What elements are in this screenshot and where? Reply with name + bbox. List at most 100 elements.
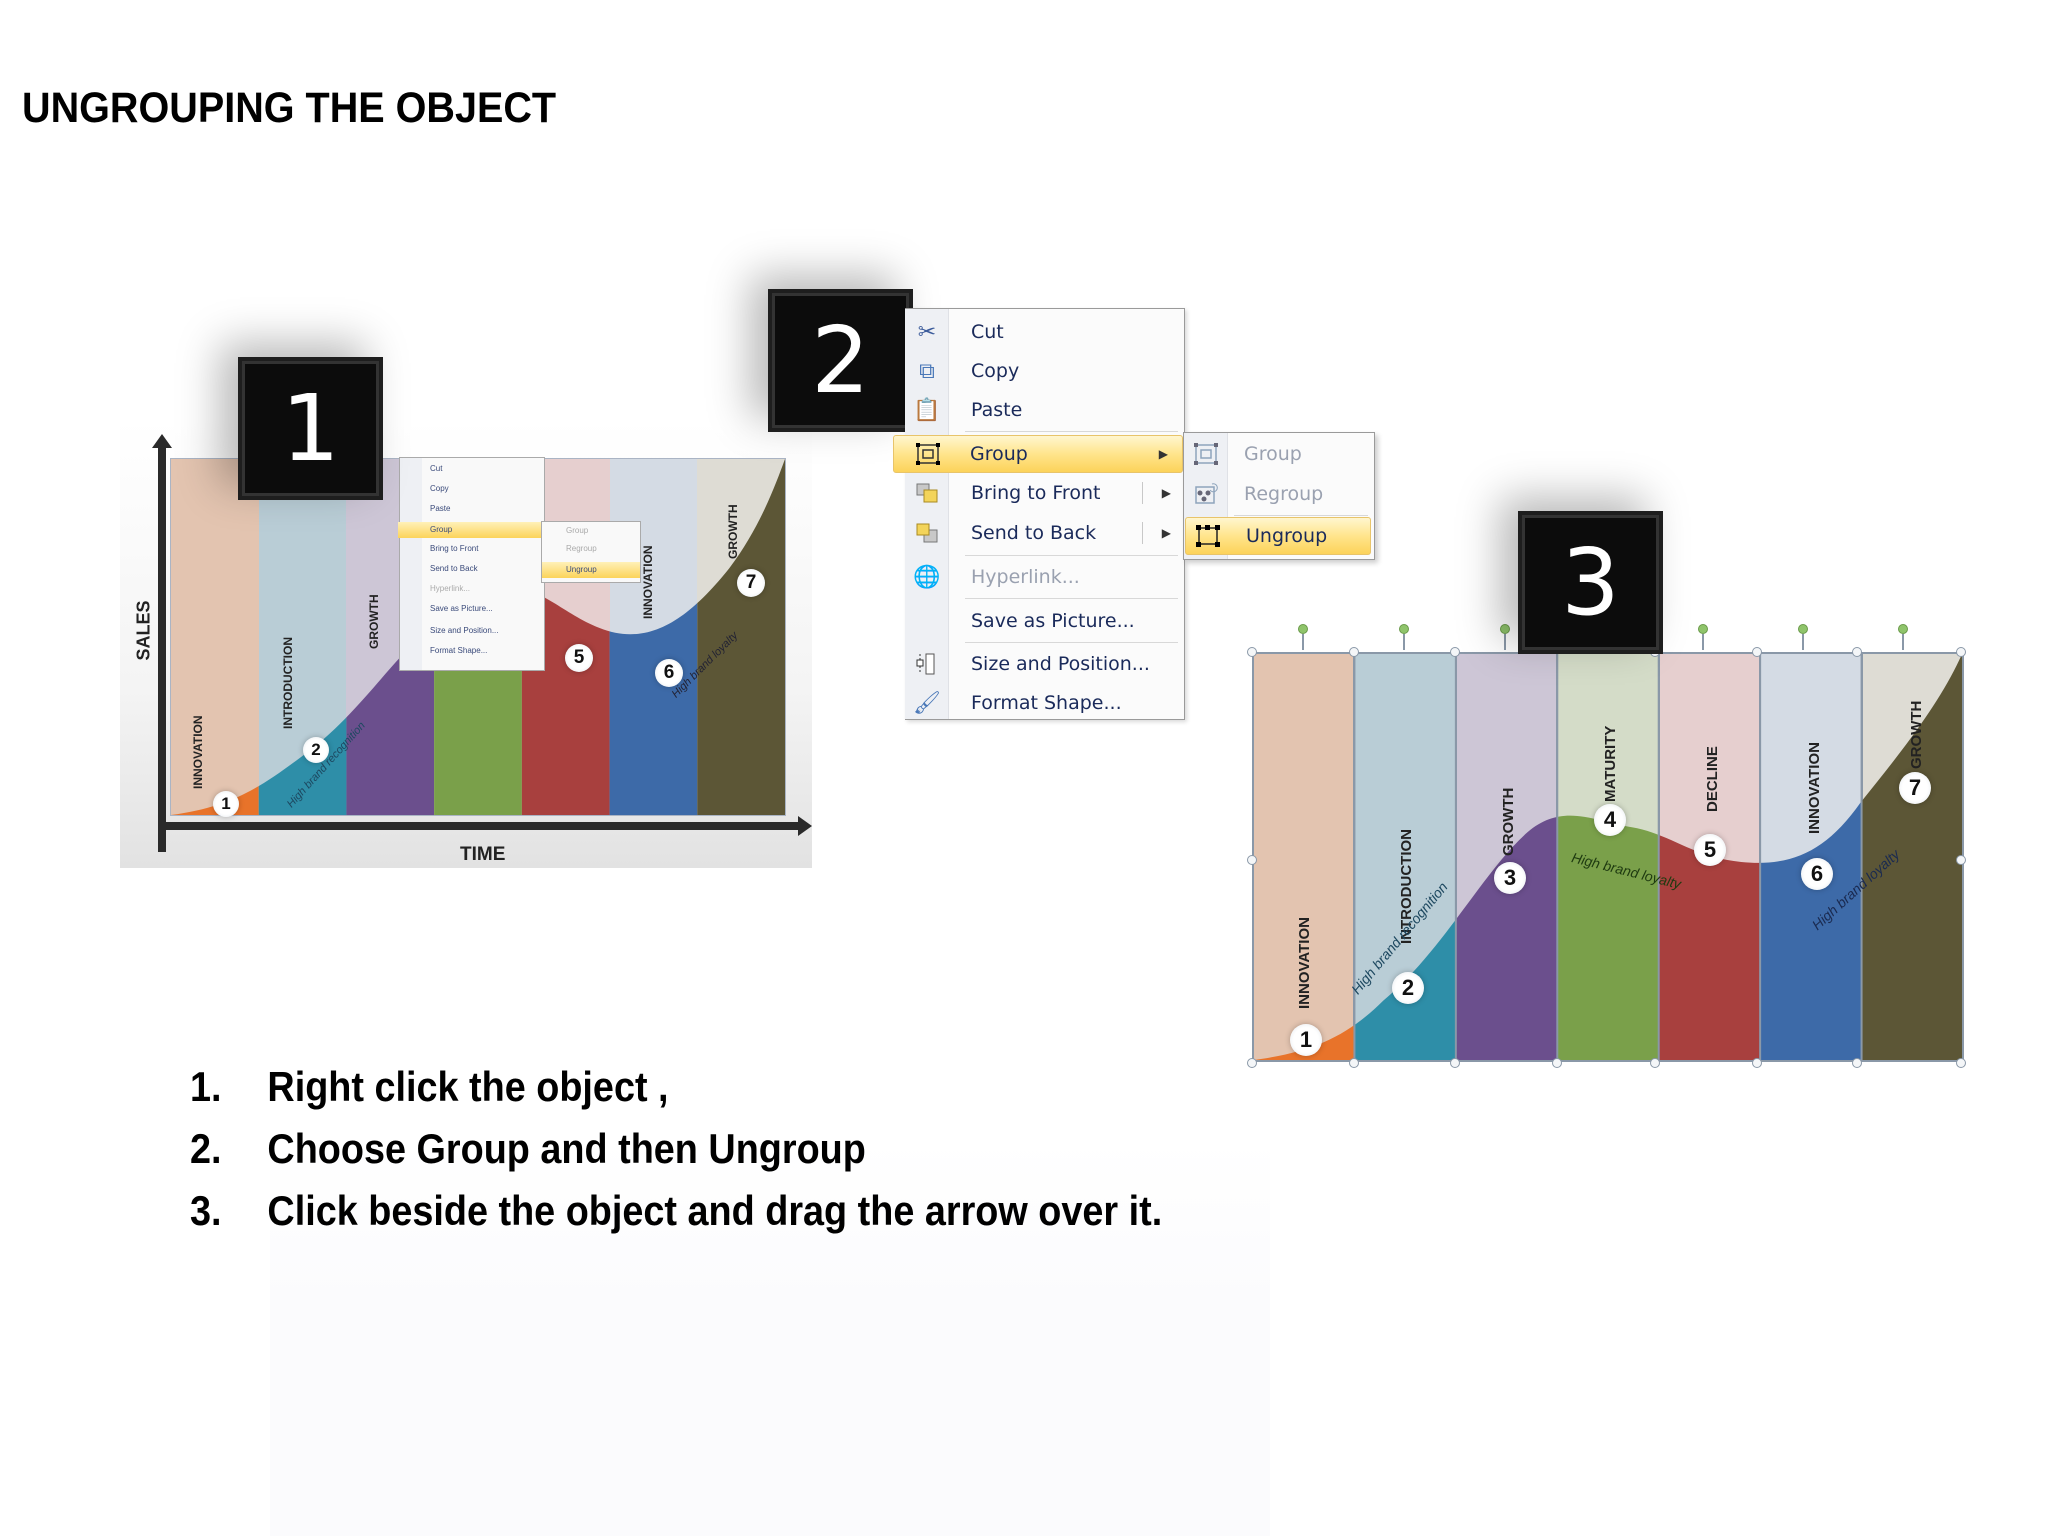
column-label: INNOVATION	[1296, 917, 1313, 1009]
submenu-arrow-icon: ▶	[1161, 526, 1171, 540]
mini-menu-item: Paste	[430, 504, 451, 513]
mini-menu-item: Hyperlink...	[430, 584, 471, 593]
paste-icon: 📋	[913, 397, 941, 423]
resize-handle[interactable]	[1450, 1058, 1460, 1068]
mini-submenu-item: Regroup	[566, 544, 597, 553]
column-label: DECLINE	[1704, 746, 1721, 812]
resize-handle[interactable]	[1450, 647, 1460, 657]
mini-context-menu: Cut Copy Paste Group Bring to Front Send…	[398, 457, 546, 671]
resize-handle[interactable]	[1247, 855, 1257, 865]
rotation-handle[interactable]	[1298, 624, 1308, 634]
instruction-step-1: 1. Right click the object ,	[190, 1063, 669, 1110]
column-label: GROWTH	[726, 504, 740, 559]
rotation-handle[interactable]	[1698, 624, 1708, 634]
resize-handle[interactable]	[1956, 855, 1966, 865]
stage-marker: 1	[1290, 1024, 1322, 1056]
rotation-handle[interactable]	[1798, 624, 1808, 634]
bring-to-front-icon	[905, 474, 949, 512]
mini-submenu-item: Ungroup	[566, 565, 597, 574]
mini-menu-item: Group	[430, 525, 453, 534]
ungroup-icon	[1186, 517, 1230, 555]
rotation-handle[interactable]	[1500, 624, 1510, 634]
resize-handle[interactable]	[1956, 647, 1966, 657]
format-shape-icon: 🖌	[913, 690, 941, 716]
resize-handle[interactable]	[1752, 1058, 1762, 1068]
menu-item-format-shape[interactable]: 🖌 Format Shape...	[905, 684, 1185, 722]
resize-handle[interactable]	[1650, 1058, 1660, 1068]
x-axis-label: TIME	[460, 844, 506, 865]
stage-marker: 7	[1899, 772, 1931, 804]
menu-item-bring-to-front[interactable]: Bring to Front ▶	[905, 474, 1185, 512]
mini-menu-item: Size and Position...	[430, 626, 499, 635]
stage-marker: 5	[1694, 834, 1726, 866]
copy-icon: ⧉	[919, 358, 935, 384]
mini-submenu-item: Group	[566, 526, 589, 535]
product-lifecycle-chart-grouped[interactable]: INNOVATION INTRODUCTION GROWTH INNOVATIO…	[170, 457, 786, 817]
column-label: MATURITY	[1602, 725, 1619, 802]
column-label: INNOVATION	[641, 545, 655, 619]
menu-item-hyperlink[interactable]: 🌐 Hyperlink...	[905, 558, 1185, 596]
resize-handle[interactable]	[1852, 647, 1862, 657]
regroup-icon	[1184, 475, 1228, 513]
menu-separator	[965, 598, 1178, 599]
column-label: INNOVATION	[191, 715, 205, 789]
resize-handle[interactable]	[1552, 1058, 1562, 1068]
menu-item-size-and-position[interactable]: Size and Position...	[905, 645, 1185, 683]
mini-menu-item: Bring to Front	[430, 544, 479, 553]
context-menu: ✂ Cut ⧉ Copy 📋 Paste Group ▶ Bring to Fr…	[893, 308, 1185, 722]
menu-item-cut[interactable]: ✂ Cut	[905, 313, 1185, 351]
stage-marker: 6	[1801, 858, 1833, 890]
menu-item-copy[interactable]: ⧉ Copy	[905, 352, 1185, 390]
menu-item-group[interactable]: Group ▶	[893, 435, 1183, 473]
sales-curve	[171, 459, 785, 815]
instruction-step-2: 2. Choose Group and then Ungroup	[190, 1125, 866, 1172]
resize-handle[interactable]	[1247, 647, 1257, 657]
column-label: GROWTH	[367, 594, 381, 649]
resize-handle[interactable]	[1349, 1058, 1359, 1068]
menu-item-paste[interactable]: 📋 Paste	[905, 391, 1185, 429]
background-fade	[270, 1140, 1270, 1536]
group-icon	[906, 435, 950, 473]
step-badge-3: 3	[1518, 511, 1663, 654]
resize-handle[interactable]	[1247, 1058, 1257, 1068]
y-axis-arrow	[152, 434, 172, 852]
submenu-item-regroup[interactable]: Regroup	[1184, 475, 1376, 513]
column-label: INTRODUCTION	[281, 637, 295, 729]
y-axis-label: SALES	[133, 600, 154, 661]
mini-menu-item: Cut	[430, 464, 443, 473]
step-badge-2: 2	[768, 289, 913, 432]
resize-handle[interactable]	[1752, 647, 1762, 657]
menu-separator	[965, 555, 1178, 556]
mini-menu-item: Send to Back	[430, 564, 478, 573]
mini-menu-item: Format Shape...	[430, 646, 488, 655]
submenu-arrow-icon: ▶	[1161, 486, 1171, 500]
resize-handle[interactable]	[1349, 647, 1359, 657]
x-axis-arrow	[158, 816, 812, 836]
menu-item-send-to-back[interactable]: Send to Back ▶	[905, 514, 1185, 552]
menu-item-save-as-picture[interactable]: Save as Picture...	[971, 610, 1135, 632]
stage-marker: 7	[737, 569, 765, 597]
submenu-item-ungroup[interactable]: Ungroup	[1185, 517, 1371, 555]
mini-submenu: Group Regroup Ungroup	[541, 521, 641, 583]
step-badge-1: 1	[238, 357, 383, 500]
product-lifecycle-chart-ungrouped[interactable]: INNOVATION INTRODUCTION GROWTH MATURITY …	[1252, 652, 1964, 1062]
mini-menu-item: Copy	[430, 484, 449, 493]
resize-handle[interactable]	[1852, 1058, 1862, 1068]
column-label: GROWTH	[1908, 700, 1925, 769]
submenu-item-group[interactable]: Group	[1184, 435, 1376, 473]
stage-marker: 4	[1594, 804, 1626, 836]
instruction-step-3: 3. Click beside the object and drag the …	[190, 1187, 1163, 1234]
submenu-arrow-icon: ▶	[1158, 447, 1168, 461]
group-submenu: Group Regroup Ungroup	[1183, 432, 1375, 560]
stage-marker: 1	[213, 791, 239, 817]
stage-marker: 6	[655, 659, 683, 687]
rotation-handle[interactable]	[1898, 624, 1908, 634]
slide-title: UNGROUPING THE OBJECT	[22, 84, 557, 132]
menu-separator	[965, 642, 1178, 643]
resize-handle[interactable]	[1956, 1058, 1966, 1068]
rotation-handle[interactable]	[1399, 624, 1409, 634]
hyperlink-icon: 🌐	[913, 564, 941, 590]
send-to-back-icon	[905, 514, 949, 552]
size-position-icon	[905, 645, 949, 683]
stage-marker: 2	[1392, 972, 1424, 1004]
